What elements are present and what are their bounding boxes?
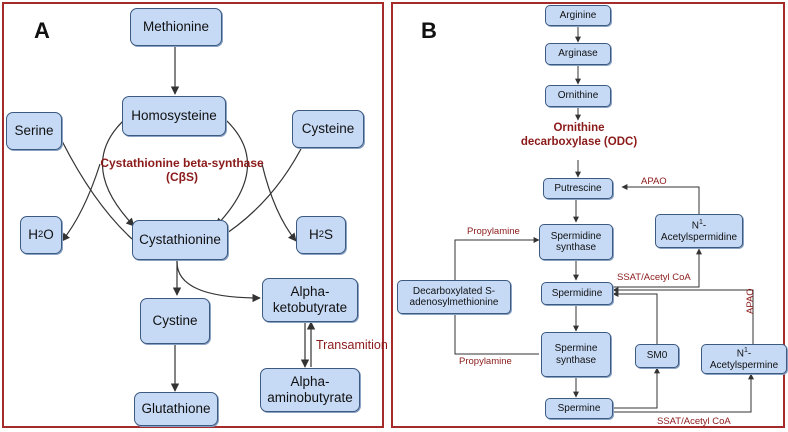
arrow-h2o-out	[61, 163, 101, 242]
arrow-propylamine-top	[454, 237, 540, 280]
arrow-cysteine-in	[217, 140, 306, 240]
node-ornithine: Ornithine	[545, 85, 611, 107]
label-transamition: Transamition	[316, 338, 388, 352]
enzyme-cbs: Cystathionine beta-synthase (CβS)	[100, 156, 264, 185]
node-alpha-aminobutyrate: Alpha- aminobutyrate	[260, 368, 360, 412]
arrow-smo-spermidine	[612, 291, 658, 344]
panel-b-label: B	[421, 18, 437, 43]
node-homosysteine: Homosysteine	[122, 96, 226, 136]
panel-a-label: A	[34, 18, 50, 43]
label-propylamine-bottom: Propylamine	[459, 356, 512, 367]
n1-acetylspermine-rest: - Acetylspermine	[709, 348, 779, 371]
n1-acetylspermine-text: N1- Acetylspermine	[710, 347, 778, 371]
node-arginase: Arginase	[545, 43, 611, 65]
h2s-text-sub: 2	[318, 228, 324, 240]
h2o-text-o: O	[43, 227, 54, 243]
n1-acetylspermine-sup: 1	[743, 346, 748, 354]
node-alpha-ketobutyrate: Alpha- ketobutyrate	[262, 278, 358, 322]
node-smo: SM0	[635, 344, 679, 368]
arrow-cystathionine-ketobutyrate	[176, 260, 261, 303]
node-decarboxylated-s-adenosylmethionine: Decarboxylated S- adenosylmethionine	[397, 280, 511, 314]
n1-acetylspermine-n: N	[736, 348, 744, 360]
h2s-text-h: H	[308, 227, 319, 243]
n1-acetylspermidine-rest: - Acetylspermidine	[660, 220, 738, 243]
arrow-ssat-mid	[613, 248, 702, 288]
enzyme-odc: Ornithine decarboxylase (ODC)	[520, 122, 638, 148]
panel-a-arrows	[61, 46, 316, 392]
n1-acetylspermidine-n: N	[691, 220, 699, 232]
node-spermine-synthase: Spermine synthase	[541, 332, 611, 377]
node-serine: Serine	[6, 112, 62, 150]
arrow-ssat-bottom	[613, 373, 754, 413]
label-ssat-mid: SSAT/Acetyl CoA	[617, 272, 691, 283]
node-arginine: Arginine	[545, 5, 611, 26]
node-spermidine: Spermidine	[541, 282, 613, 305]
node-putrescine: Putrescine	[543, 178, 613, 199]
label-propylamine-top: Propylamine	[467, 226, 520, 237]
n1-acetylspermidine-sup: 1	[698, 218, 703, 226]
panel-b: B Arginine Arginase Ornithine	[391, 2, 787, 428]
arrow-serine-in	[61, 140, 133, 240]
arrow-spermine-smo	[613, 367, 660, 409]
arrow-propylamine-bottom	[452, 305, 539, 355]
node-cysteine: Cysteine	[292, 110, 364, 148]
n1-acetylspermidine-text: N1- Acetylspermidine	[661, 219, 737, 243]
h2s-text-s: S	[323, 227, 333, 243]
arrow-h2s-out	[261, 163, 297, 242]
label-ssat-bottom: SSAT/Acetyl CoA	[657, 416, 731, 427]
node-n1-acetylspermidine: N1- Acetylspermidine	[655, 214, 743, 248]
node-spermine: Spermine	[545, 398, 613, 419]
node-methionine: Methionine	[130, 8, 222, 46]
node-spermidine-synthase: Spermidine synthase	[539, 224, 613, 260]
arrow-apao-top	[621, 184, 700, 214]
panel-b-arrows	[452, 26, 754, 413]
node-cystine: Cystine	[140, 298, 210, 344]
label-apao-top: APAO	[641, 176, 667, 187]
arrow-homosysteine-cystathionine-right	[213, 109, 248, 227]
node-n1-acetylspermine: N1- Acetylspermine	[701, 344, 787, 374]
node-cystathionine: Cystathionine	[132, 220, 228, 260]
h2o-text-h: H	[28, 227, 38, 243]
label-apao-side: APAO	[745, 288, 756, 314]
h2o-text-sub: 2	[37, 228, 44, 240]
node-glutathione: Glutathione	[134, 392, 218, 426]
panel-a: A Methionine Homosysteine Serine Cystein…	[2, 2, 388, 428]
arrow-apao-side	[612, 287, 754, 344]
